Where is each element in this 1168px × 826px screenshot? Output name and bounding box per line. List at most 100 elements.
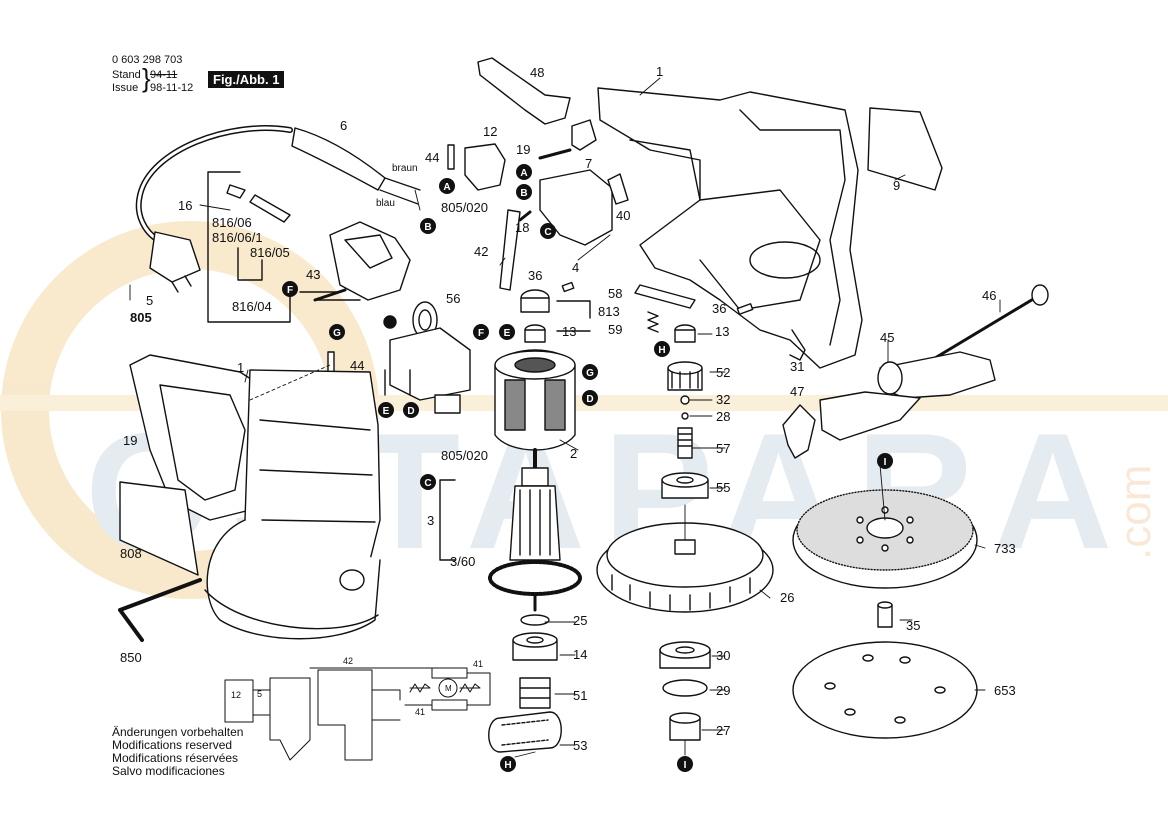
stand-date: 94-11	[150, 69, 178, 81]
callout-31: 31	[790, 359, 804, 374]
callout-816-06: 816/06	[212, 215, 252, 230]
callout-labels: 1 1 2 3 3/60 4 5 6 7 9 12 13 13 14 16 18…	[120, 64, 1016, 753]
leader-lines	[129, 77, 1001, 758]
connector-b-1: B	[420, 218, 436, 234]
schematic-label-41-top: 41	[473, 659, 483, 669]
callout-28: 28	[716, 409, 730, 424]
bearing-55	[661, 472, 709, 499]
plate-58	[634, 284, 696, 309]
connector-i-1: I	[877, 453, 893, 469]
spring-59	[647, 311, 659, 333]
screw-35	[877, 601, 893, 628]
callout-47: 47	[790, 384, 804, 399]
bracket-3	[439, 479, 456, 561]
hex-key-850	[118, 578, 202, 642]
callout-36-b: 36	[712, 301, 726, 316]
callout-816-04: 816/04	[232, 299, 272, 314]
gear-56	[412, 301, 438, 339]
connector-h-1: H	[654, 341, 670, 357]
bolt-46	[933, 293, 1042, 360]
connector-a-2: A	[516, 164, 532, 180]
callout-808: 808	[120, 546, 142, 561]
callout-14: 14	[573, 647, 587, 662]
belt-53	[488, 711, 562, 753]
coupling-813	[520, 289, 550, 343]
washer-25	[520, 614, 550, 626]
callout-59: 59	[608, 322, 622, 337]
callout-26: 26	[780, 590, 794, 605]
fan-51	[519, 677, 551, 709]
callout-5: 5	[146, 293, 153, 308]
ring-32	[680, 395, 690, 405]
callout-805: 805	[130, 310, 152, 325]
stand-label: Stand	[112, 69, 141, 81]
callout-55: 55	[716, 480, 730, 495]
wire-label-brown: braun	[392, 163, 418, 174]
callout-36-a: 36	[528, 268, 542, 283]
callout-44-left: 44	[350, 358, 364, 373]
callout-816-06-1: 816/06/1	[212, 230, 263, 245]
svg-text:C: C	[424, 478, 431, 489]
switch-cap-12	[464, 143, 506, 191]
ring-28	[681, 412, 689, 420]
callout-46: 46	[982, 288, 996, 303]
electronic-module-4	[539, 169, 613, 246]
shaft-57	[677, 427, 693, 459]
insert-44-left	[327, 351, 335, 373]
callout-850: 850	[120, 650, 142, 665]
connector-h-2: H	[500, 756, 516, 772]
connector-e-2: E	[378, 402, 394, 418]
callout-6: 6	[340, 118, 347, 133]
callout-12: 12	[483, 124, 497, 139]
connector-g-1: G	[329, 324, 345, 340]
housing-half-right	[597, 87, 863, 369]
callout-35: 35	[906, 618, 920, 633]
callout-32: 32	[716, 392, 730, 407]
svg-text:H: H	[504, 760, 511, 771]
note-en: Modifications reserved	[112, 738, 233, 752]
assembled-sander	[129, 354, 381, 640]
part-number: 0 603 298 703	[112, 54, 183, 66]
callout-58: 58	[608, 286, 622, 301]
brush-holders	[384, 327, 471, 414]
callout-1b: 1	[237, 360, 244, 375]
gear-52	[667, 361, 703, 391]
callout-653: 653	[994, 683, 1016, 698]
svg-text:I: I	[684, 760, 687, 771]
callout-43: 43	[306, 267, 320, 282]
connector-d-2: D	[582, 390, 598, 406]
svg-text:G: G	[333, 328, 341, 339]
schematic-label-42: 42	[343, 656, 353, 666]
button-7	[571, 119, 597, 151]
figure-tag: Fig./Abb. 1	[208, 71, 285, 88]
callout-51: 51	[573, 688, 587, 703]
issue-label: Issue	[112, 82, 139, 94]
screw-19-top	[538, 148, 572, 160]
circlip-29	[662, 679, 708, 697]
armature	[488, 448, 582, 612]
callout-57: 57	[716, 441, 730, 456]
callout-45: 45	[880, 330, 894, 345]
note-fr: Modifications réservées	[112, 751, 239, 765]
wiring-schematic	[224, 667, 491, 761]
svg-text:A: A	[443, 182, 450, 193]
svg-text:G: G	[586, 368, 594, 379]
watermark-suffix: .com	[1111, 465, 1160, 560]
schematic-motor-symbol: M	[445, 684, 452, 693]
sanding-disc-653	[792, 641, 978, 739]
callout-13-a: 13	[562, 324, 576, 339]
connector-c-1: C	[540, 223, 556, 239]
svg-text:F: F	[287, 285, 293, 296]
callout-805-020-mid: 805/020	[441, 448, 488, 463]
callout-3-60: 3/60	[450, 554, 475, 569]
handle-grip	[819, 391, 921, 441]
connector-g-2: G	[582, 364, 598, 380]
nut-27	[669, 712, 701, 741]
bearing-14	[512, 632, 558, 661]
connector-f-1: F	[282, 281, 298, 297]
connector-c-2: C	[420, 474, 436, 490]
callout-2: 2	[570, 446, 577, 461]
callout-27: 27	[716, 723, 730, 738]
power-cord	[135, 125, 421, 293]
